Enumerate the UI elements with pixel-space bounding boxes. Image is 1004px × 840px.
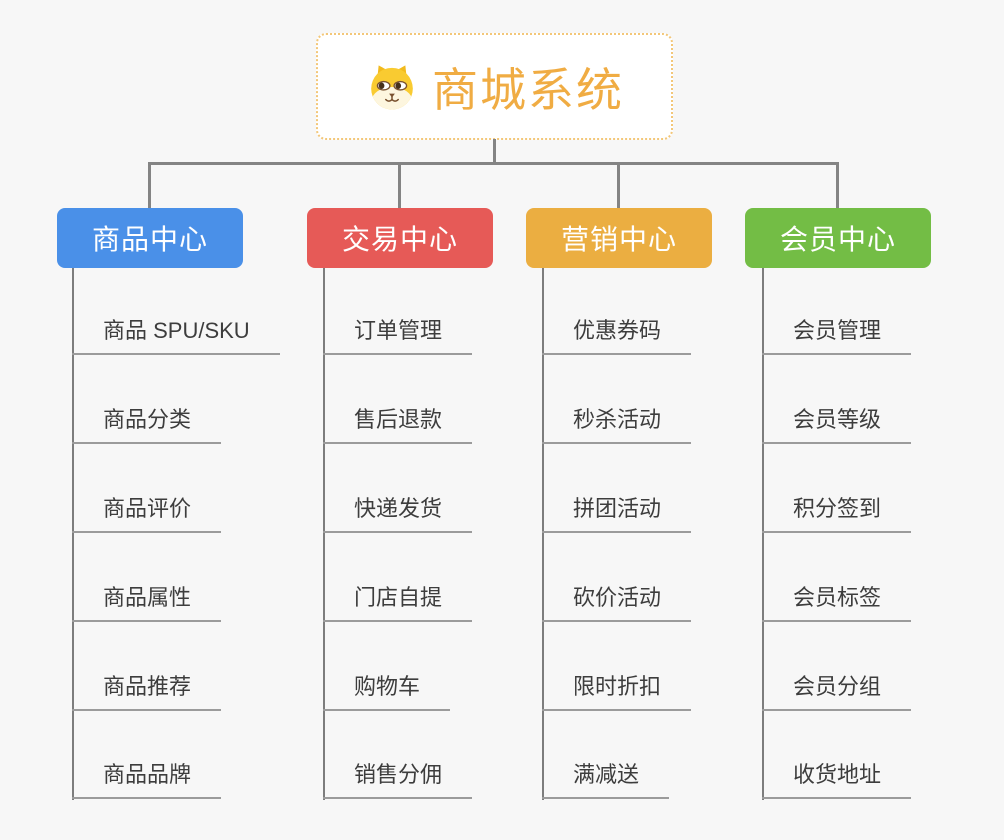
mindmap-leaf-node[interactable]: 满减送 (542, 761, 670, 799)
mindmap-leaf-node[interactable]: 商品属性 (72, 584, 222, 622)
mindmap-leaf-node[interactable]: 积分签到 (762, 495, 912, 533)
root-node-title: 商城系统 (432, 63, 624, 116)
root-node[interactable]: 商城系统 (316, 33, 673, 140)
branch-header-label: 会员中心 (779, 224, 896, 255)
drop-line-marketing (617, 162, 620, 208)
mindmap-leaf-node[interactable]: 会员管理 (762, 317, 912, 355)
branch-header-trade-center[interactable]: 交易中心 (307, 208, 493, 268)
mindmap-leaf-node[interactable]: 砍价活动 (542, 584, 692, 622)
branch-spine-line (542, 268, 544, 800)
mindmap-leaf-node[interactable]: 销售分佣 (323, 761, 473, 799)
mindmap-leaf-node[interactable]: 订单管理 (323, 317, 473, 355)
root-drop-line (493, 139, 496, 163)
branch-header-label: 营销中心 (560, 224, 677, 255)
branch-header-label: 商品中心 (91, 224, 208, 255)
mindmap-leaf-node[interactable]: 会员标签 (762, 584, 912, 622)
mindmap-leaf-node[interactable]: 商品分类 (72, 406, 222, 444)
mindmap-leaf-node[interactable]: 会员等级 (762, 406, 912, 444)
mindmap-leaf-node[interactable]: 快递发货 (323, 495, 473, 533)
branch-header-product-center[interactable]: 商品中心 (57, 208, 243, 268)
mindmap-leaf-node[interactable]: 售后退款 (323, 406, 473, 444)
mindmap-leaf-node[interactable]: 商品评价 (72, 495, 222, 533)
mindmap-leaf-node[interactable]: 门店自提 (323, 584, 473, 622)
branch-spine-line (323, 268, 325, 800)
mindmap-leaf-node[interactable]: 购物车 (323, 673, 451, 711)
drop-line-product (148, 162, 151, 208)
mindmap-leaf-node[interactable]: 优惠券码 (542, 317, 692, 355)
mindmap-leaf-node[interactable]: 商品推荐 (72, 673, 222, 711)
mindmap-leaf-node[interactable]: 收货地址 (762, 761, 912, 799)
branch-header-marketing-center[interactable]: 营销中心 (526, 208, 712, 268)
mindmap-leaf-node[interactable]: 会员分组 (762, 673, 912, 711)
drop-line-member (836, 162, 839, 208)
dog-face-icon (371, 64, 413, 109)
mindmap-leaf-node[interactable]: 商品 SPU/SKU (72, 317, 280, 355)
mindmap-leaf-node[interactable]: 秒杀活动 (542, 406, 692, 444)
branch-header-member-center[interactable]: 会员中心 (745, 208, 931, 268)
mindmap-leaf-node[interactable]: 限时折扣 (542, 673, 692, 711)
branch-spine-line (762, 268, 764, 800)
branch-spine-line (72, 268, 74, 800)
drop-line-trade (398, 162, 401, 208)
mindmap-leaf-node[interactable]: 拼团活动 (542, 495, 692, 533)
branch-header-label: 交易中心 (341, 224, 458, 255)
mindmap-leaf-node[interactable]: 商品品牌 (72, 761, 222, 799)
branch-bus-line (148, 162, 839, 165)
